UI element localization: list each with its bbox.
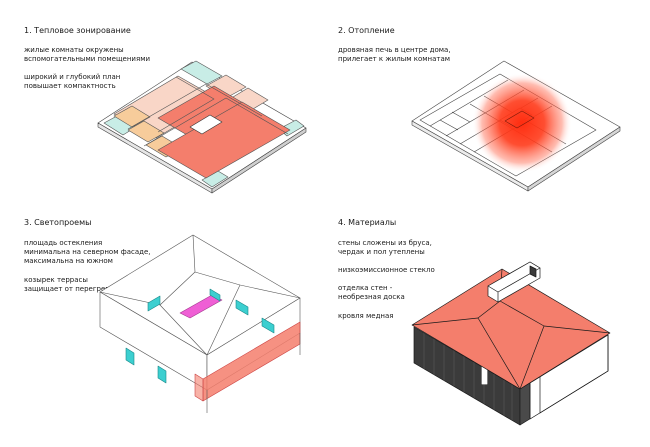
cool-zone <box>180 60 223 85</box>
panel-3-text-1: площадь остекления минимальна на северно… <box>24 239 151 265</box>
panel-4-title: 4. Материалы <box>338 218 397 227</box>
glass-window <box>209 288 221 302</box>
panel-4-text-1: стены сложены из бруса, чердак и пол уте… <box>338 239 432 256</box>
glass-window <box>157 365 167 384</box>
glass-window <box>125 347 135 366</box>
glass-window <box>235 299 249 316</box>
aux-zone <box>127 120 165 143</box>
glass-window <box>147 295 161 312</box>
openings-house <box>99 234 301 413</box>
panel-2-title: 2. Отопление <box>338 26 395 35</box>
heat-glow <box>472 73 572 173</box>
materials-house <box>411 261 611 426</box>
glass-window <box>261 317 275 334</box>
heating-plan <box>411 60 621 192</box>
panel-4-text-3: отделка стен - необрезная доска <box>338 284 405 301</box>
stove-block <box>189 114 223 135</box>
panel-1-title: 1. Тепловое зонирование <box>24 26 131 35</box>
panel-4-text-2: низкоэмиссионное стекло <box>338 266 435 274</box>
panel-3-title: 3. Светопроемы <box>24 218 92 227</box>
skylight <box>179 294 223 319</box>
panel-2-text-1: дровяная печь в центре дома, прилегает к… <box>338 46 451 63</box>
panel-1-text-1: жилые комнаты окружены вспомогательными … <box>24 46 151 63</box>
panel-4-text-4: кровля медная <box>338 312 394 320</box>
panel-3-text-2: козырек террасы защищает от перегрева <box>24 276 114 293</box>
panel-1-text-2: широкий и глубокий план повышает компакт… <box>24 73 121 90</box>
stove-block <box>504 110 535 129</box>
zoning-plan <box>97 60 307 194</box>
